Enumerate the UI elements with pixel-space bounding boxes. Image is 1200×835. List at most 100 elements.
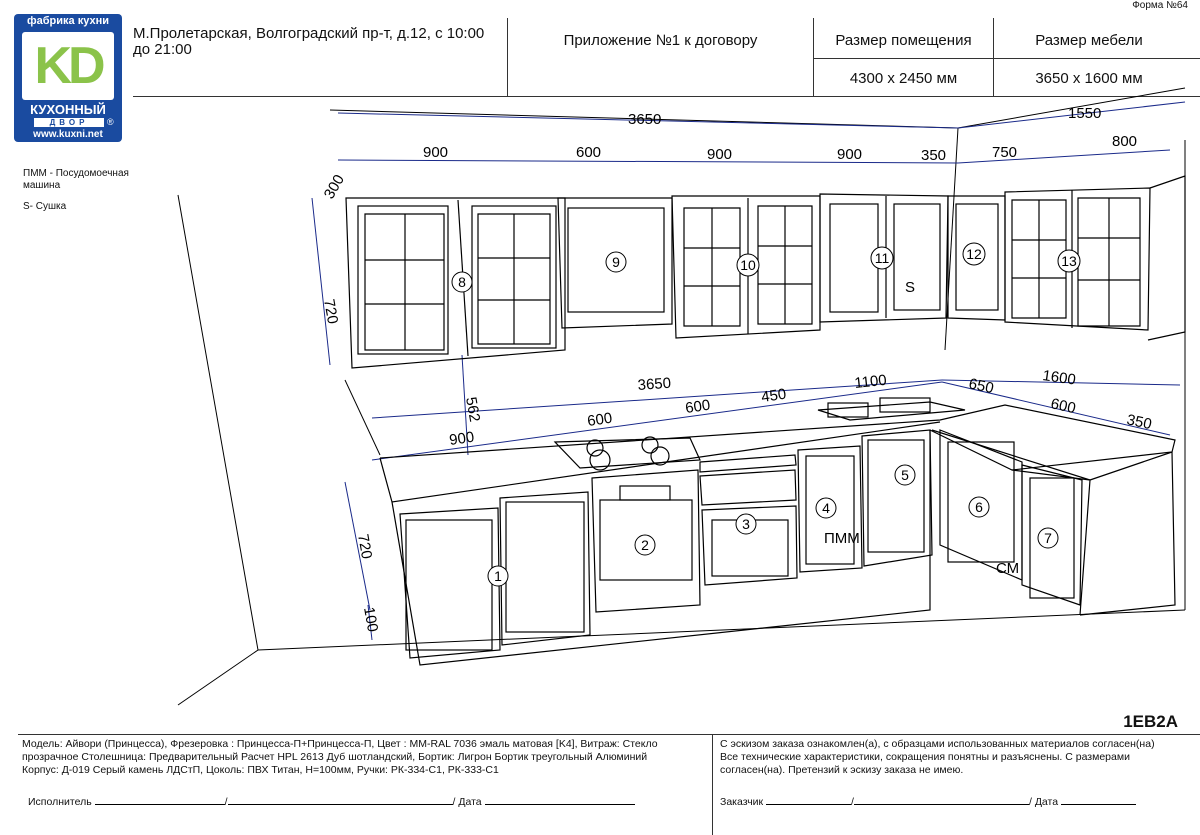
dim-line-upper-segments xyxy=(337,159,959,164)
module-labels: 1 2 3 4 5 6 7 8 9 10 11 12 13 xyxy=(451,242,1081,587)
logo-name: КУХОННЫЙ xyxy=(30,102,106,117)
address: М.Пролетарская, Волгоградский пр-т, д.12… xyxy=(133,25,485,58)
module-13-label: 13 xyxy=(1061,253,1077,269)
header-col-line-3 xyxy=(993,18,994,96)
executor-date-label: Дата xyxy=(458,796,482,808)
executor-signature: Исполнитель // Дата xyxy=(28,794,698,809)
customer-signature: Заказчик // Дата xyxy=(720,794,1190,809)
logo-sub: ДВОР xyxy=(34,118,104,127)
module-7-label: 7 xyxy=(1044,530,1052,546)
dim-line-upper-height xyxy=(311,197,331,366)
order-code: 1ЕВ2А xyxy=(1123,712,1178,731)
module-1: 1 xyxy=(487,565,509,587)
module-5: 5 xyxy=(894,464,916,486)
module-8-label: 8 xyxy=(458,274,466,290)
agree-line-3: согласен(на). Претензий к эскизу заказа … xyxy=(720,764,964,776)
dimension-lines xyxy=(311,101,1186,641)
dim-lower-seg-2: 600 xyxy=(586,410,613,430)
furniture-size-label: Размер мебели xyxy=(1035,32,1143,49)
dryer-mark: S xyxy=(905,279,915,296)
logo-top-text: фабрика кухни xyxy=(27,15,109,27)
dim-lower-seg-8: 350 xyxy=(1125,411,1153,433)
module-6-label: 6 xyxy=(975,499,983,515)
module-5-label: 5 xyxy=(901,467,909,483)
logo-reg: ® xyxy=(107,117,114,127)
customer-label: Заказчик xyxy=(720,796,764,808)
agree-line-1: С эскизом заказа ознакомлен(а), с образц… xyxy=(720,738,1155,750)
dim-upper-corner: 1550 xyxy=(1068,105,1101,122)
module-8: 8 xyxy=(451,271,473,293)
dim-line-plinth xyxy=(367,604,373,641)
dim-lower-seg-6: 650 xyxy=(967,375,995,397)
executor-label: Исполнитель xyxy=(28,796,92,808)
module-10-label: 10 xyxy=(740,257,756,273)
module-3: 3 xyxy=(735,513,757,535)
module-11-label: 11 xyxy=(875,250,890,266)
module-6: 6 xyxy=(968,496,990,518)
dim-upper-seg-7: 800 xyxy=(1112,133,1137,150)
legend: ПММ - Посудомоечная машина S- Сушка xyxy=(23,168,153,213)
header-divider xyxy=(133,96,1200,97)
executor-name-field[interactable] xyxy=(227,794,453,805)
logo-sub-text: ДВОР xyxy=(49,118,89,127)
lower-cabinets xyxy=(379,397,1176,666)
spec-text: Модель: Айвори (Принцесса), Фрезеровка :… xyxy=(22,738,702,777)
upper-cabinets xyxy=(345,175,1186,369)
module-3-label: 3 xyxy=(742,516,750,532)
dim-plinth: 100 xyxy=(360,606,381,634)
footer-top-line xyxy=(18,734,1200,735)
dim-line-lower-segments xyxy=(371,381,943,461)
dim-lower-seg-7: 600 xyxy=(1049,395,1077,417)
spec-line-1: Модель: Айвори (Принцесса), Фрезеровка :… xyxy=(22,738,658,750)
dim-upper-height: 720 xyxy=(320,298,341,326)
module-12: 12 xyxy=(962,242,986,266)
customer-name-field[interactable] xyxy=(853,794,1029,805)
dim-line-lower-total xyxy=(371,379,943,419)
agree-line-2: Все технические характеристики, сокращен… xyxy=(720,751,1130,763)
dim-lower-seg-5: 1100 xyxy=(854,372,888,392)
dim-lower-seg-4: 450 xyxy=(760,386,787,406)
module-9: 9 xyxy=(605,251,627,273)
module-1-label: 1 xyxy=(494,568,502,584)
module-13: 13 xyxy=(1057,249,1081,273)
header-row-line xyxy=(813,58,1200,59)
dim-gap: 562 xyxy=(462,396,483,424)
header-col-line-1 xyxy=(507,18,508,96)
dim-lower-total: 3650 xyxy=(637,375,671,394)
dim-line-upper-corner-segments xyxy=(957,149,1171,164)
dim-upper-seg-3: 900 xyxy=(707,146,732,163)
module-12-label: 12 xyxy=(966,246,982,262)
customer-date-label: Дата xyxy=(1034,796,1059,808)
dim-line-upper-total xyxy=(337,112,959,129)
module-7: 7 xyxy=(1037,527,1059,549)
dim-upper-seg-6: 750 xyxy=(992,144,1017,161)
dimension-labels: 3650 1550 900 600 900 900 350 750 800 72… xyxy=(320,105,1153,633)
dim-lower-height: 720 xyxy=(354,533,375,561)
room-size-label: Размер помещения xyxy=(835,32,972,49)
dim-lower-seg-3: 600 xyxy=(684,397,711,417)
spec-line-2: прозрачное Столешница: Предварительный Р… xyxy=(22,751,648,763)
module-4-label: 4 xyxy=(822,500,830,516)
executor-field[interactable] xyxy=(94,794,225,805)
header-col-line-2 xyxy=(813,18,814,96)
room-size-value: 4300 х 2450 мм xyxy=(849,70,958,87)
executor-date-field[interactable] xyxy=(484,794,635,805)
customer-date-field[interactable] xyxy=(1061,794,1136,805)
footer-divider xyxy=(712,734,713,835)
module-9-label: 9 xyxy=(612,254,620,270)
dim-upper-seg-1: 900 xyxy=(423,144,448,161)
appendix-title: Приложение №1 к договору xyxy=(563,32,758,49)
module-2-label: 2 xyxy=(641,537,649,553)
dishwasher-mark: ПММ xyxy=(824,530,860,547)
legend-item-dryer: S- Сушка xyxy=(23,201,67,212)
module-2: 2 xyxy=(634,534,656,556)
customer-field[interactable] xyxy=(766,794,852,805)
dim-upper-total: 3650 xyxy=(628,111,661,128)
dim-upper-seg-5: 350 xyxy=(921,147,946,164)
dim-line-upper-corner xyxy=(957,101,1186,129)
dim-upper-depth: 300 xyxy=(321,172,348,202)
legend-item-dishwasher: ПММ - Посудомоечная машина xyxy=(23,168,129,191)
agreement-text: С эскизом заказа ознакомлен(а), с образц… xyxy=(720,738,1190,777)
dim-lower-seg-1: 900 xyxy=(448,429,475,449)
